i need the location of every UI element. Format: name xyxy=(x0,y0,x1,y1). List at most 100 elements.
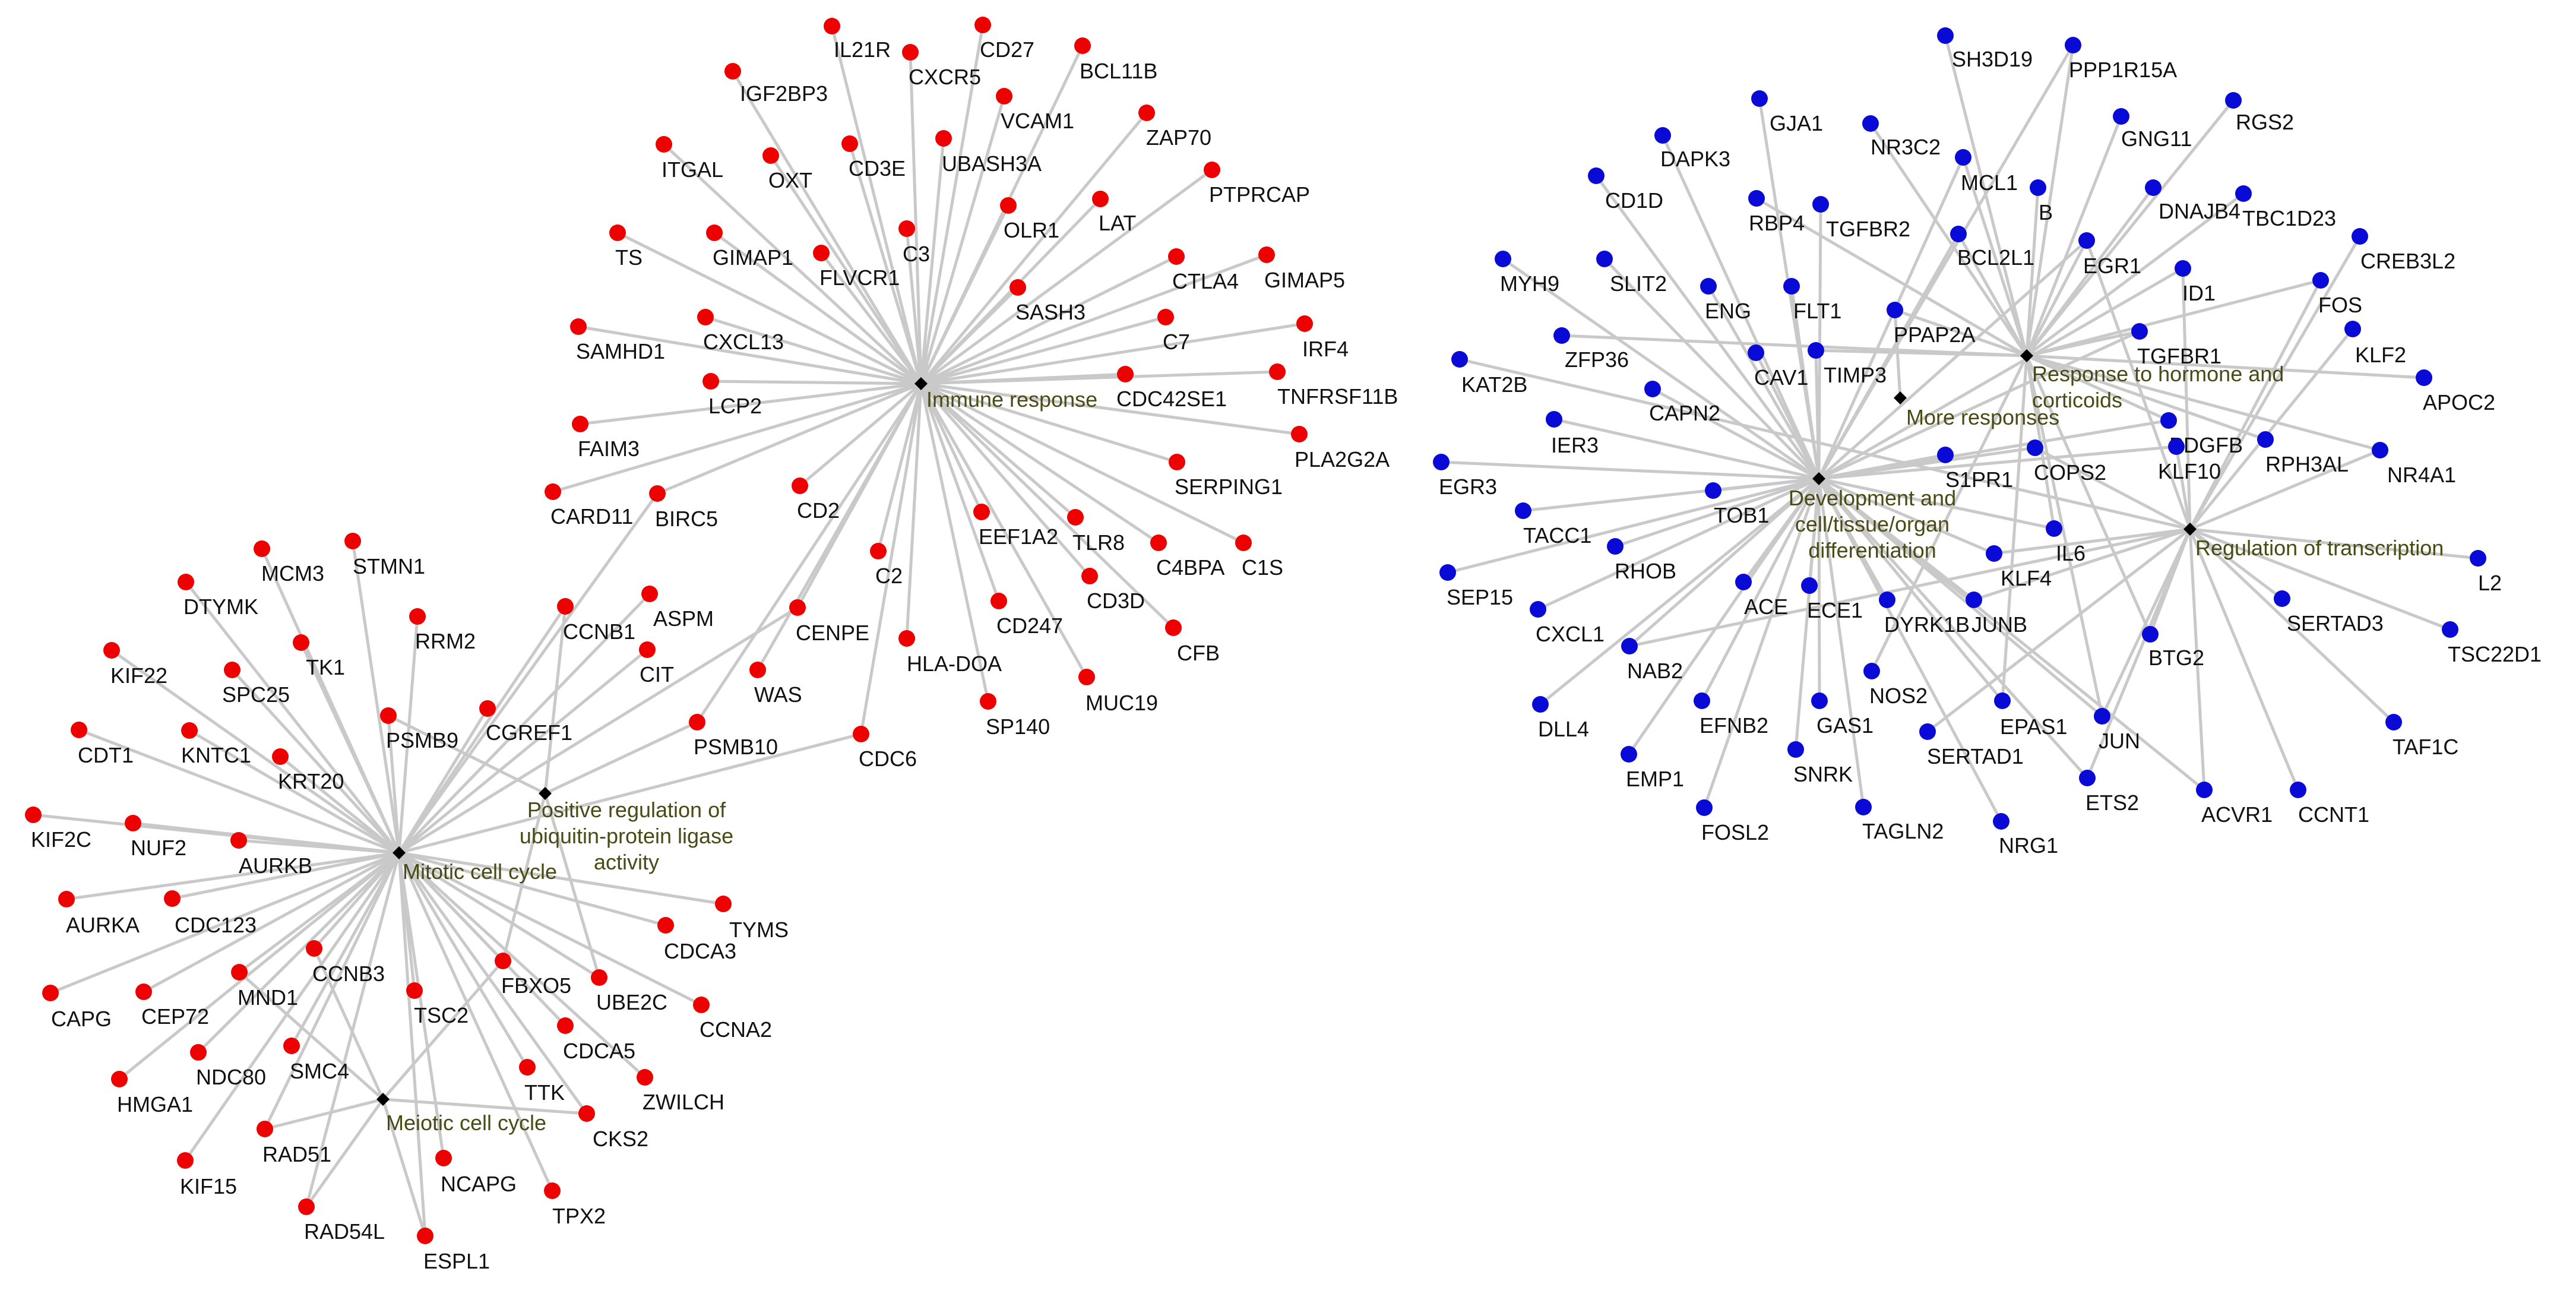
edge-kif15-mitotic xyxy=(183,852,401,1162)
edge-zwilch-mitotic xyxy=(398,852,646,1079)
gene-label: RRM2 xyxy=(415,629,476,653)
gene-dot xyxy=(572,416,588,432)
edge-timp3-hormone xyxy=(1815,349,2027,358)
gene-node-olr1: OLR1 xyxy=(1000,197,1059,242)
gene-node-cd1d: CD1D xyxy=(1588,167,1663,213)
gene-label: ETS2 xyxy=(2086,790,2139,815)
edge-myh9-development xyxy=(1502,257,1820,480)
gene-label: CDC6 xyxy=(859,747,917,771)
gene-node-nos2: NOS2 xyxy=(1863,663,1928,708)
gene-label: CCNT1 xyxy=(2298,802,2369,827)
edge-c4bpa-immune xyxy=(920,382,1160,545)
edge-cdca5-mitotic xyxy=(398,852,567,1027)
gene-node-samhd1: SAMHD1 xyxy=(570,318,665,363)
gene-label: IL21R xyxy=(834,37,891,62)
gene-dot xyxy=(1235,535,1252,551)
gene-node-c3: C3 xyxy=(898,220,930,266)
gene-node-rph3al: RPH3AL xyxy=(2257,431,2349,476)
gene-label: CAV1 xyxy=(1754,365,1808,390)
gene-label: WAS xyxy=(754,682,802,707)
edge-ier3-development xyxy=(1553,418,1819,480)
gene-dot xyxy=(1644,381,1661,397)
gene-dot xyxy=(306,940,322,957)
gene-dot xyxy=(2046,520,2062,537)
gene-node-fosl2: FOSL2 xyxy=(1696,799,1769,845)
gene-dot xyxy=(2131,323,2148,340)
gene-label: TGFBR1 xyxy=(2137,344,2221,368)
gene-dot xyxy=(1117,366,1134,382)
gene-node-tacc1: TACC1 xyxy=(1515,502,1591,548)
edge-snrk-development xyxy=(1794,478,1821,750)
gene-dot xyxy=(2344,321,2361,337)
gene-label: TS xyxy=(615,245,643,270)
edge-pdgfb-hormone xyxy=(2026,354,2170,422)
edge-irf4-immune xyxy=(920,322,1305,385)
gene-dot xyxy=(1966,592,1982,608)
gene-node-lcp2: LCP2 xyxy=(702,373,762,418)
gene-node-ts: TS xyxy=(609,224,643,270)
gene-dot xyxy=(724,63,741,80)
edge-psmb9-mitotic xyxy=(387,715,401,853)
edge-rhob-development xyxy=(1615,477,1819,548)
edge-mcl1-hormone xyxy=(1961,157,2028,356)
edge-klf2-transcription xyxy=(2189,328,2354,530)
edge-l2-transcription xyxy=(2189,527,2479,560)
gene-label: SP140 xyxy=(986,714,1050,739)
gene-dot xyxy=(697,309,714,325)
gene-label: VCAM1 xyxy=(1001,109,1074,133)
gene-node-tpx2: TPX2 xyxy=(544,1182,606,1228)
gene-label: AURKA xyxy=(66,913,140,937)
gene-node-tyms: TYMS xyxy=(715,896,789,942)
gene-node-ccna2: CCNA2 xyxy=(693,997,772,1042)
gene-dot xyxy=(935,130,952,147)
edge-cdc6-mitotic xyxy=(398,732,862,855)
edge-tacc1-development xyxy=(1523,477,1819,513)
gene-dot xyxy=(1654,127,1671,144)
gene-node-ndc80: NDC80 xyxy=(190,1044,266,1089)
gene-dot xyxy=(406,982,423,999)
gene-label: CDCA3 xyxy=(664,939,736,963)
gene-label: NDC80 xyxy=(196,1065,266,1089)
gene-dot xyxy=(1751,90,1768,107)
gene-dot xyxy=(2142,626,2159,643)
hub-immune: Immune response xyxy=(914,377,1097,412)
hub-label: More responses xyxy=(1906,405,2059,429)
gene-node-itgal: ITGAL xyxy=(656,136,723,182)
gene-dot xyxy=(2196,782,2213,798)
edge-dll4-development xyxy=(1539,477,1820,706)
gene-node-egr3: EGR3 xyxy=(1433,454,1497,499)
gene-node-gimap1: GIMAP1 xyxy=(706,224,793,270)
gene-dot xyxy=(1291,426,1308,442)
edge-nab2-development xyxy=(1628,477,1820,647)
edge-cenpe-mitotic xyxy=(398,606,799,855)
hub-diamond-icon xyxy=(1894,391,1907,404)
gene-dot xyxy=(283,1038,300,1054)
gene-dot xyxy=(125,815,141,831)
gene-node-rad51: RAD51 xyxy=(257,1121,331,1166)
edge-flt1-development xyxy=(1790,286,1821,479)
edge-ccnt1-transcription xyxy=(2188,529,2300,790)
gene-node-tsc2: TSC2 xyxy=(406,982,469,1027)
edge-nuf2-mitotic xyxy=(132,821,400,855)
gene-node-sh3d19: SH3D19 xyxy=(1937,27,2033,71)
gene-node-tgfbr1: TGFBR1 xyxy=(2131,323,2221,368)
gene-dot xyxy=(1078,669,1095,685)
edge-cdt1-mitotic xyxy=(78,728,400,855)
gene-node-ccnt1: CCNT1 xyxy=(2290,782,2369,827)
gene-dot xyxy=(2225,92,2242,109)
edge-cep72-mitotic xyxy=(143,851,400,994)
gene-node-kntc1: KNTC1 xyxy=(181,722,251,767)
gene-node-gng11: GNG11 xyxy=(2113,108,2192,151)
gene-dot xyxy=(2442,621,2458,638)
gene-dot xyxy=(649,485,666,502)
gene-label: CCNA2 xyxy=(700,1017,772,1042)
gene-dot xyxy=(1067,509,1084,526)
gene-label: KIF15 xyxy=(180,1174,237,1198)
edge-eng-development xyxy=(1707,285,1821,480)
gene-dot xyxy=(2470,550,2486,567)
gene-dot xyxy=(578,1105,595,1122)
edge-bcl2l1-hormone xyxy=(1957,233,2028,357)
gene-dot xyxy=(103,642,120,659)
gene-label: SLIT2 xyxy=(1610,271,1667,296)
gene-label: HMGA1 xyxy=(117,1092,193,1117)
